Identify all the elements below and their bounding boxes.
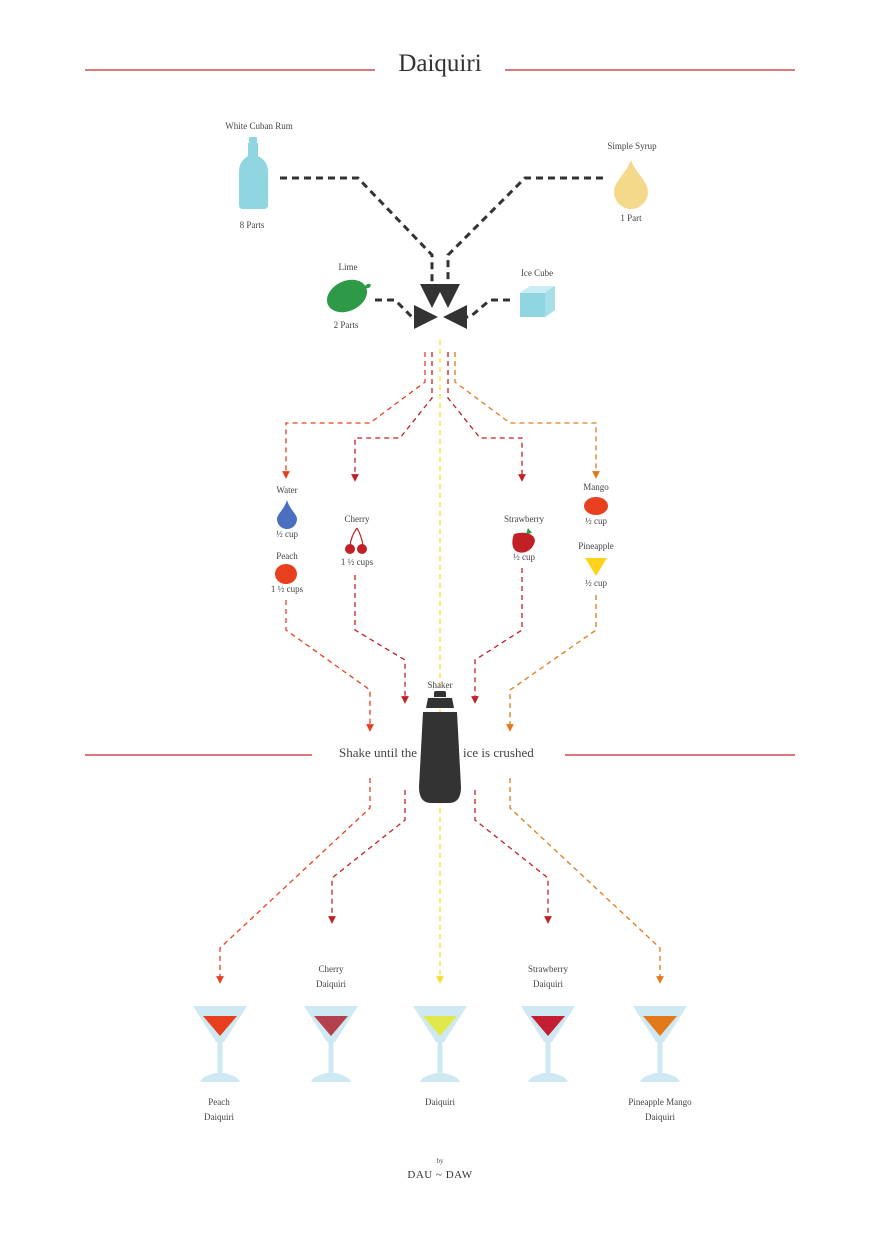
- peach-daiquiri-glass-icon: [193, 1006, 247, 1082]
- flow-pineapple-to-shaker: [506, 595, 597, 732]
- strawberry-daiquiri-glass-icon: [521, 1006, 575, 1082]
- flow-to-cherry: [351, 352, 433, 482]
- strawberry-daiquiri-liquid: [531, 1016, 565, 1036]
- lime-icon: [326, 279, 371, 313]
- pineapple-mango-daiquiri-line1: Pineapple Mango: [628, 1097, 692, 1107]
- peach-icon: [275, 564, 297, 584]
- mango-icon: [584, 497, 608, 515]
- plain-daiquiri-line1: Daiquiri: [425, 1097, 455, 1107]
- shaker-inflows: [285, 568, 597, 732]
- strawberry-icon: [512, 528, 535, 553]
- water-label: Water: [276, 485, 298, 495]
- strawberry-amount: ½ cup: [513, 552, 535, 562]
- flow-rum: [280, 176, 444, 308]
- page-title: Daiquiri: [398, 50, 482, 77]
- flow-cherry-to-shaker: [354, 575, 409, 704]
- strawberry-daiquiri-line2: Daiquiri: [533, 979, 563, 989]
- flow-syrup: [436, 176, 603, 308]
- pineapple-mango-daiquiri-glass-icon: [633, 1006, 687, 1082]
- pineapple-label: Pineapple: [578, 541, 614, 551]
- ice-label: Ice Cube: [520, 268, 554, 278]
- cherry-amount: 1 ½ cups: [340, 557, 374, 567]
- credit-by: by: [436, 1157, 444, 1165]
- flow-to-left-column: [282, 352, 426, 479]
- strawberry-daiquiri-label-top: Strawberry Daiquiri: [528, 962, 568, 992]
- cherry-icon: [345, 527, 367, 554]
- glasses-row: [193, 1006, 687, 1082]
- flow-strawberry-to-shaker: [471, 568, 523, 704]
- pineapple-amount: ½ cup: [585, 578, 607, 588]
- cherry-daiquiri-line1: Cherry: [318, 964, 344, 974]
- rum-label: White Cuban Rum: [225, 121, 293, 131]
- flow-to-pineapple-mango-daiquiri: [509, 778, 664, 984]
- peach-daiquiri-label: Peach Daiquiri: [204, 1095, 234, 1125]
- peach-label: Peach: [276, 551, 298, 561]
- cherry-daiquiri-label-top: Cherry Daiquiri: [316, 962, 346, 992]
- flow-to-strawberry-daiquiri: [474, 790, 552, 924]
- peach-amount: 1 ½ cups: [270, 584, 304, 594]
- flow-to-cherry-daiquiri: [328, 790, 406, 924]
- flavor-flows: [282, 340, 600, 984]
- plain-daiquiri-label: Daiquiri: [425, 1095, 455, 1110]
- flow-to-right-column: [454, 352, 600, 479]
- flow-ice: [443, 298, 510, 329]
- peach-daiquiri-line1: Peach: [208, 1097, 230, 1107]
- peach-daiquiri-liquid: [203, 1016, 237, 1036]
- syrup-amount: 1 Part: [620, 213, 642, 223]
- pineapple-mango-daiquiri-line2: Daiquiri: [645, 1112, 675, 1122]
- cherry-daiquiri-liquid: [314, 1016, 348, 1036]
- shaker-label: Shaker: [427, 680, 453, 690]
- plain-daiquiri-glass-icon: [413, 1006, 467, 1082]
- flow-peach-to-shaker: [285, 600, 374, 732]
- mango-label: Mango: [583, 482, 609, 492]
- shaker-icon: [419, 691, 461, 803]
- water-amount: ½ cup: [276, 529, 298, 539]
- credit-name: DAU ~ DAW: [407, 1169, 473, 1181]
- cherry-daiquiri-glass-icon: [304, 1006, 358, 1082]
- bottle-icon: [239, 137, 268, 209]
- flow-to-peach-daiquiri: [216, 778, 371, 984]
- strawberry-daiquiri-line1: Strawberry: [528, 964, 568, 974]
- syrup-label: Simple Syrup: [607, 141, 657, 151]
- plain-daiquiri-liquid: [423, 1016, 457, 1036]
- lime-label: Lime: [338, 262, 358, 272]
- base-flows: [280, 176, 603, 329]
- rum-amount: 8 Parts: [239, 220, 265, 230]
- flow-to-strawberry: [447, 352, 526, 482]
- glass-flows: [216, 778, 664, 984]
- pineapple-mango-daiquiri-liquid: [643, 1016, 677, 1036]
- syrup-drop-icon: [614, 160, 648, 209]
- flow-lime: [375, 298, 438, 329]
- mango-amount: ½ cup: [585, 516, 607, 526]
- instruction-right: ice is crushed: [463, 745, 534, 760]
- instruction-left: Shake until the: [339, 745, 417, 760]
- pineapple-icon: [585, 558, 607, 576]
- lime-amount: 2 Parts: [333, 320, 359, 330]
- peach-daiquiri-line2: Daiquiri: [204, 1112, 234, 1122]
- water-drop-icon: [277, 500, 297, 529]
- cherry-daiquiri-line2: Daiquiri: [316, 979, 346, 989]
- strawberry-label: Strawberry: [504, 514, 544, 524]
- ice-cube-icon: [520, 286, 555, 317]
- pineapple-mango-daiquiri-label: Pineapple Mango Daiquiri: [628, 1095, 691, 1125]
- cherry-label: Cherry: [344, 514, 370, 524]
